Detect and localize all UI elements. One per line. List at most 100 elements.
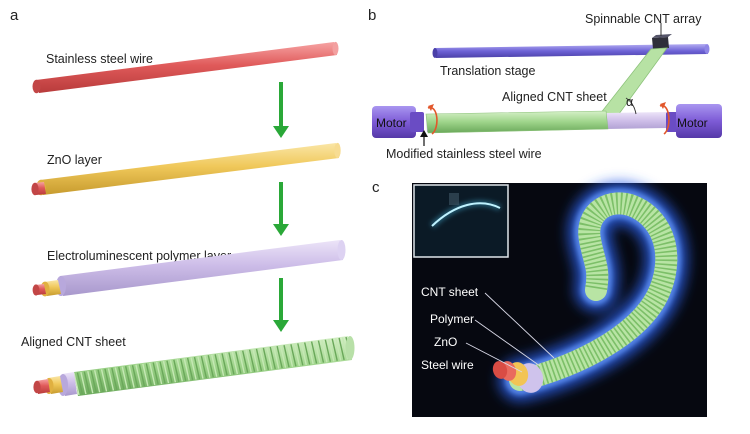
wire-steel <box>32 41 339 94</box>
cnt-stripe <box>107 368 115 391</box>
cnt-stripe <box>104 368 111 392</box>
cnt-stripe <box>262 347 270 371</box>
cnt-stripe <box>304 342 311 365</box>
cnt-stripe <box>138 364 146 387</box>
cnt-stripe <box>321 340 328 363</box>
cnt-stripe <box>173 359 180 382</box>
cnt-stripe <box>83 371 91 394</box>
label-steel-wire-c: Steel wire <box>421 358 474 372</box>
label-zno-layer: ZnO layer <box>47 153 102 167</box>
inset-glowing-fiber <box>431 202 501 227</box>
wire-cnt <box>33 336 355 396</box>
cnt-stripe <box>235 351 242 374</box>
leader-polymer <box>474 319 541 367</box>
label-aligned-cnt-sheet-b: Aligned CNT sheet <box>502 90 607 104</box>
cnt-stripe <box>111 367 118 391</box>
cnt-helix-stripes <box>73 336 352 396</box>
cnt-stripe <box>128 365 135 388</box>
angle-arc <box>625 97 637 115</box>
cnt-coated-wire <box>425 110 609 134</box>
cnt-stripe <box>118 366 125 390</box>
cnt-stripe <box>166 360 173 383</box>
cnt-stripe <box>73 372 80 396</box>
label-motor-right: Motor <box>677 116 708 130</box>
cnt-stripe <box>231 351 239 375</box>
fiber-helix-texture <box>517 192 678 391</box>
cnt-stripe <box>331 338 338 361</box>
label-stainless-steel-wire: Stainless steel wire <box>46 52 153 66</box>
cnt-stripe <box>266 347 273 370</box>
label-alpha: α <box>626 95 633 109</box>
cnt-stripe <box>100 369 108 392</box>
panel-b: b Spinnable CNT array Translation stage … <box>368 7 722 161</box>
cnt-stripe <box>159 361 166 384</box>
cnt-stripe <box>238 350 245 374</box>
cnt-stripe <box>279 345 287 368</box>
cnt-array-block <box>652 37 669 49</box>
cnt-stripe <box>145 363 152 386</box>
cnt-stripe <box>180 358 187 382</box>
cnt-stripe <box>124 366 132 389</box>
cnt-stripe <box>149 362 156 386</box>
cnt-stripe <box>310 341 318 364</box>
cnt-stripe <box>142 363 149 387</box>
cnt-stripe <box>334 338 342 361</box>
wire-zno <box>31 142 341 196</box>
cnt-stripe <box>183 358 190 381</box>
cnt-stripe <box>273 346 280 369</box>
cnt-stripe <box>307 341 314 365</box>
cnt-stripe <box>221 353 228 376</box>
label-polymer-c: Polymer <box>430 312 474 326</box>
panel-a: a Stainless steel wire ZnO layer Electro… <box>10 7 355 396</box>
cnt-stripe <box>155 361 163 385</box>
cnt-stripe <box>114 367 121 390</box>
cnt-stripe <box>162 360 170 384</box>
leader-zno <box>465 342 523 373</box>
panel-c-letter: c <box>372 179 380 196</box>
translation-stage <box>432 44 710 58</box>
cnt-stripe <box>193 356 201 380</box>
cnt-stripe <box>259 348 266 371</box>
cnt-stripe <box>169 360 177 383</box>
cnt-stripe <box>324 339 332 362</box>
cnt-stripe <box>97 369 104 392</box>
label-zno-c: ZnO <box>434 335 457 349</box>
cnt-stripe <box>252 349 259 372</box>
cnt-stripe <box>314 340 321 364</box>
label-modified-wire: Modified stainless steel wire <box>386 147 542 161</box>
fiber-cross-section <box>492 361 544 393</box>
cnt-stripe <box>207 355 214 378</box>
cnt-stripe <box>200 355 208 379</box>
panel-c: c CNT sheet Polymer ZnO Steel wire <box>372 179 707 417</box>
label-aligned-cnt-sheet: Aligned CNT sheet <box>21 335 126 349</box>
cnt-stripe <box>80 371 87 395</box>
inset-photo <box>413 184 509 258</box>
label-motor-left: Motor <box>376 116 407 130</box>
cnt-stripe <box>338 337 345 361</box>
cnt-stripe <box>224 352 232 376</box>
label-polymer-layer: Electroluminescent polymer layer <box>47 249 231 263</box>
cnt-stripe <box>152 362 159 385</box>
label-spinnable-cnt-array: Spinnable CNT array <box>585 12 702 26</box>
cnt-stripe <box>286 344 294 367</box>
motor-left: Motor <box>372 106 424 138</box>
cnt-stripe <box>204 355 211 378</box>
cnt-stripe <box>87 371 94 394</box>
motor-right: Motor <box>666 104 722 138</box>
cnt-stripe <box>190 357 197 380</box>
cnt-stripe <box>217 353 225 377</box>
cnt-stripe <box>293 343 301 366</box>
label-translation-stage: Translation stage <box>440 64 535 78</box>
cnt-stripe <box>131 365 139 388</box>
cnt-stripe <box>328 339 335 362</box>
wire-polymer <box>32 240 346 297</box>
cnt-stripe <box>90 370 97 393</box>
cnt-stripe <box>245 350 252 373</box>
cnt-stripe <box>186 357 194 381</box>
cnt-stripe <box>176 359 183 382</box>
cnt-stripe <box>297 343 304 366</box>
cnt-stripe <box>197 356 204 379</box>
cnt-stripe <box>255 348 263 372</box>
leader-cnt <box>484 292 555 359</box>
panel-a-letter: a <box>10 7 19 24</box>
